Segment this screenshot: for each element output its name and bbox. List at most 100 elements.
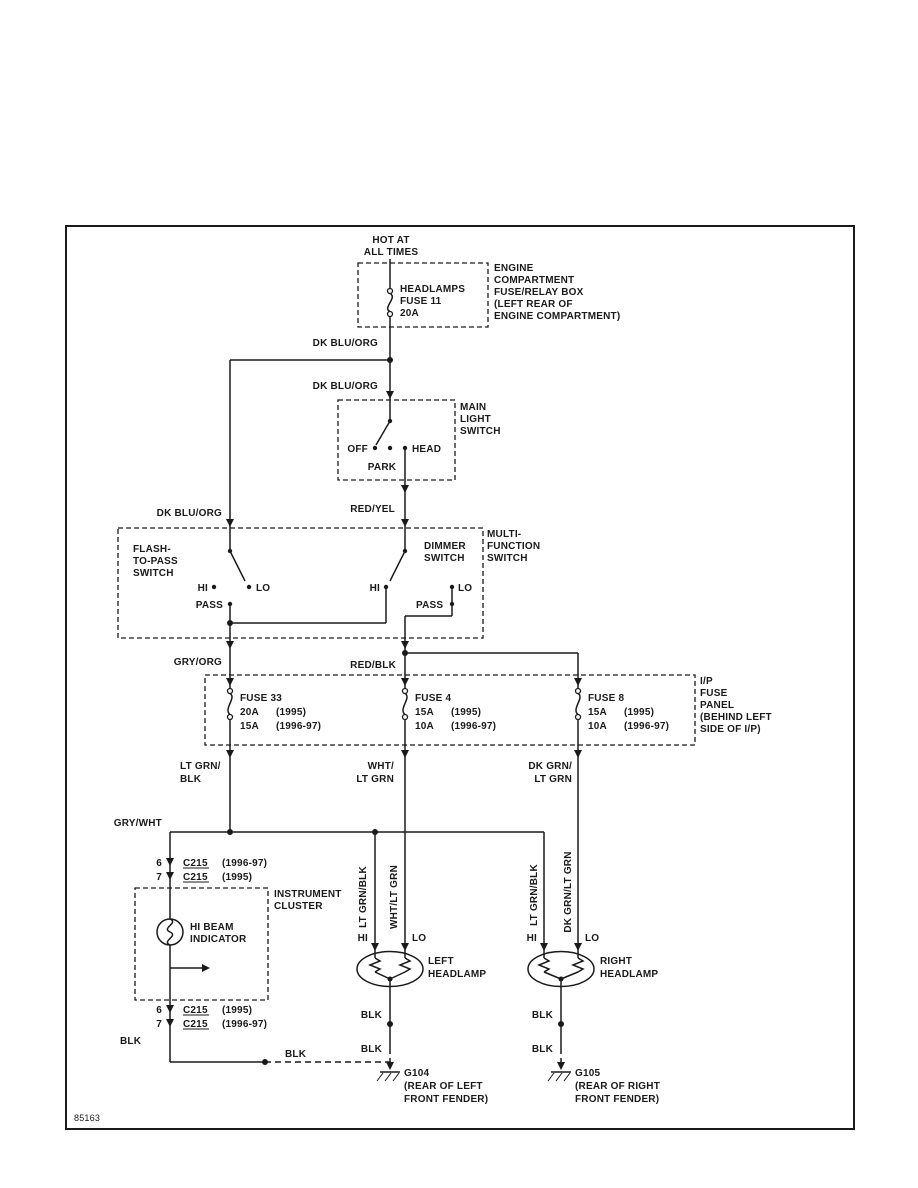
engine-fuse-relay-box: HEADLAMPS FUSE 11 20A ENGINE COMPARTMENT… — [357, 262, 620, 328]
flash-to-pass-title-1: FLASH- — [133, 544, 171, 555]
fuse-element — [402, 692, 408, 716]
wire-label-blk: BLK — [361, 1044, 383, 1055]
connector-arrow — [371, 943, 379, 951]
fuse4-amp-1995: 15A — [415, 707, 434, 718]
wire-label-blk: BLK — [285, 1049, 307, 1060]
wire-label-red-yel: RED/YEL — [350, 504, 395, 515]
c215-year-label: (1996-97) — [222, 1019, 267, 1030]
splice-dot — [558, 1021, 564, 1027]
mls-off-label: OFF — [347, 444, 368, 455]
engine-box-title-4: (LEFT REAR OF — [494, 299, 573, 310]
c215-label: C215 — [183, 872, 208, 883]
connector-c215-bottom: 6 C215 (1995) 7 C215 (1996-97) BLK — [120, 1000, 267, 1062]
wire-label-gry-org: GRY/ORG — [174, 657, 222, 668]
right-headlamp-title-2: HEADLAMP — [600, 969, 658, 980]
fuse-panel-title-3: PANEL — [700, 700, 734, 711]
park-contact — [387, 445, 393, 451]
connector-arrow — [574, 678, 582, 686]
wire-label-gry-wht: GRY/WHT — [114, 818, 162, 829]
wire-red-blk: RED/BLK — [350, 638, 579, 688]
pin-6-label: 6 — [156, 858, 162, 869]
left-headlamp-lo-label: LO — [412, 933, 426, 944]
switch-arm — [389, 550, 406, 582]
ip-fuse-panel: I/P FUSE PANEL (BEHIND LEFT SIDE OF I/P)… — [204, 674, 772, 758]
pin-7-label: 7 — [156, 1019, 162, 1030]
wire-label-blk: BLK — [120, 1036, 142, 1047]
left-headlamp: HI LO LEFT HEADLAMP BLK BLK — [356, 933, 486, 1062]
fuse11-top-terminal — [386, 287, 394, 295]
document-number: 85163 — [74, 1113, 100, 1123]
wire-wht-lt-grn: WHT/ LT GRN WHT/LT GRN — [356, 719, 406, 958]
g105-id: G105 — [575, 1068, 601, 1079]
dimmer-switch: HI LO PASS — [230, 528, 472, 638]
dimmer-lo-label: LO — [458, 583, 472, 594]
fuse-33: FUSE 33 20A (1995) 15A (1996-97) — [226, 687, 321, 732]
power-feed: HOT AT ALL TIMES — [364, 235, 419, 289]
left-headlamp-title-2: HEADLAMP — [428, 969, 486, 980]
hi-beam-indicator-label-1: HI BEAM — [190, 922, 234, 933]
ground-bus: BLK — [170, 1049, 390, 1065]
off-contact — [372, 445, 378, 451]
splice-dot — [372, 829, 378, 835]
c215-year-label: (1995) — [222, 1005, 252, 1016]
fuse-panel-title-5: SIDE OF I/P) — [700, 724, 761, 735]
fuse-panel-title-4: (BEHIND LEFT — [700, 712, 772, 723]
fuse33-amp-1995: 20A — [240, 707, 259, 718]
mls-head-label: HEAD — [412, 444, 441, 455]
ground-arrow — [557, 1062, 565, 1070]
c215-year-label: (1996-97) — [222, 858, 267, 869]
fuse8-amp-1995: 15A — [588, 707, 607, 718]
dimmer-title-2: SWITCH — [424, 553, 465, 564]
ground-g105: G105 (REAR OF RIGHT FRONT FENDER) — [547, 1062, 660, 1105]
flash-to-pass-title-2: TO-PASS — [133, 556, 178, 567]
c215-label: C215 — [183, 1005, 208, 1016]
connector-arrow — [401, 678, 409, 686]
wire-lt-grn-blk: LT GRN/ BLK — [180, 719, 231, 832]
wire-label-dk-blu-org-2: DK BLU/ORG — [313, 381, 378, 392]
connector-arrow — [401, 485, 409, 493]
fuse8-year-1996: (1996-97) — [624, 721, 669, 732]
instrument-cluster: INSTRUMENT CLUSTER HI BEAM INDICATOR — [134, 887, 341, 1001]
g105-location-2: FRONT FENDER) — [575, 1094, 659, 1105]
fuse4-year-1996: (1996-97) — [451, 721, 496, 732]
all-times-label: ALL TIMES — [364, 247, 419, 258]
fuse33-id: FUSE 33 — [240, 693, 282, 704]
engine-box-title-5: ENGINE COMPARTMENT) — [494, 311, 620, 322]
connector-arrow — [401, 519, 409, 527]
fuse33-amp-1996: 15A — [240, 721, 259, 732]
fuse11-id: FUSE 11 — [400, 296, 442, 307]
mfs-title-2: FUNCTION — [487, 541, 540, 552]
fuse4-id: FUSE 4 — [415, 693, 451, 704]
wire-label-blk: BLK — [361, 1010, 383, 1021]
wire-label-blk: BLK — [532, 1010, 554, 1021]
switch-arm — [229, 550, 246, 582]
c215-year-label: (1995) — [222, 872, 252, 883]
fuse-8: FUSE 8 15A (1995) 10A (1996-97) — [574, 687, 669, 732]
flash-lo-label: LO — [256, 583, 270, 594]
right-headlamp: HI LO RIGHT HEADLAMP BLK BLK — [527, 933, 658, 1062]
wire-label-wht-lt-grn-vertical: WHT/LT GRN — [389, 865, 400, 929]
fuse11-amp: 20A — [400, 308, 419, 319]
wire-gry-org: GRY/ORG — [174, 638, 231, 688]
c215-label: C215 — [183, 858, 208, 869]
lo-filament — [397, 957, 412, 973]
wire-label-dk-grn-1: DK GRN/ — [528, 761, 572, 772]
fuse-element — [575, 692, 581, 716]
g104-location-1: (REAR OF LEFT — [404, 1081, 483, 1092]
c215-label: C215 — [183, 1019, 208, 1030]
wire-label-dk-blu-org-3: DK BLU/ORG — [157, 508, 222, 519]
main-light-switch: MAIN LIGHT SWITCH OFF PARK HEAD RED/YEL — [337, 399, 500, 528]
hi-filament — [536, 957, 551, 973]
switch-arm — [375, 420, 391, 446]
multifunction-switch: MULTI- FUNCTION SWITCH FLASH- TO-PASS SW… — [117, 527, 540, 649]
cluster-title-2: CLUSTER — [274, 901, 323, 912]
fuse11-bottom-terminal — [386, 310, 394, 318]
engine-box-title-2: COMPARTMENT — [494, 275, 574, 286]
connector-arrow — [166, 872, 174, 880]
mls-park-label: PARK — [368, 462, 397, 473]
wire-label-lt-grn-2: BLK — [180, 774, 202, 785]
flash-pass-label: PASS — [196, 600, 223, 611]
pin-7-label: 7 — [156, 872, 162, 883]
hi-contact — [211, 584, 217, 590]
